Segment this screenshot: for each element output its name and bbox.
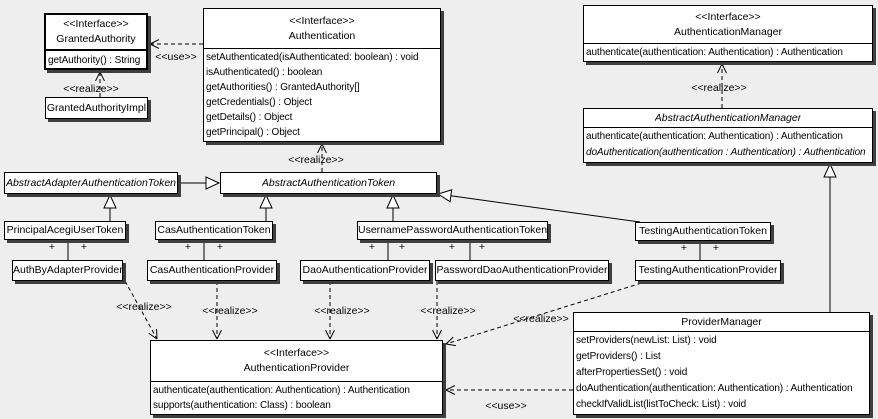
class-name: GrantedAuthority [56, 33, 136, 45]
class-name: TestingAuthenticationProvider [638, 264, 778, 276]
association-end-label: + [48, 241, 56, 253]
class-cas-provider: CasAuthenticationProvider [147, 260, 277, 281]
realize-stereotype-label: <<realize>> [63, 83, 119, 95]
class-username-password-token: UsernamePasswordAuthenticationToken [357, 221, 548, 240]
stereotype-label: <<Interface>> [63, 18, 129, 30]
class-authentication-provider: <<Interface>> AuthenticationProvider authe… [150, 340, 443, 415]
association-end-label: + [478, 241, 486, 253]
association-end-label: + [680, 242, 688, 254]
method-signature: getProviders() : List [576, 351, 661, 362]
method-signature: doAuthentication(authentication : Authen… [586, 147, 866, 158]
method-signature: authenticate(authentication: Authenticat… [153, 385, 410, 396]
class-cas-token: CasAuthenticationToken [155, 221, 273, 240]
class-principal-acegi-user-token: PrincipalAcegiUserToken [4, 221, 126, 240]
class-name: AbstractAuthenticationToken [261, 176, 396, 189]
realize-stereotype-label: <<realize>> [116, 301, 172, 313]
method-signature: getAuthority() : String [48, 55, 141, 66]
association-end-label: + [368, 241, 376, 253]
method-signature: setProviders(newList: List) : void [576, 335, 717, 346]
class-password-dao-provider: PasswordDaoAuthenticationProvider [435, 260, 609, 281]
class-name: AbstractAuthenticationManager [654, 111, 802, 124]
association-end-label: + [80, 241, 88, 253]
realize-stereotype-label: <<realize>> [202, 305, 258, 317]
association-end-label: + [712, 242, 720, 254]
stereotype-label: <<Interface>> [289, 14, 355, 27]
class-name: Authentication [288, 29, 356, 42]
class-name: PasswordDaoAuthenticationProvider [436, 264, 608, 276]
method-signature: setAuthenticated(isAuthenticated: boolea… [206, 52, 419, 63]
method-signature: authenticate(authentication: Authenticat… [586, 131, 843, 142]
class-name: UsernamePasswordAuthenticationToken [358, 224, 547, 236]
edge-use-pm-ap [445, 385, 573, 395]
class-provider-manager: ProviderManager setProviders(newList: Lis… [573, 312, 870, 415]
method-signature: authenticate(authentication: Authenticat… [586, 47, 843, 58]
class-name: CasAuthenticationToken [157, 224, 271, 236]
edge-gen-principal-adapter [103, 193, 117, 221]
method-signature: doAuthentication(authentication: Authent… [576, 383, 853, 394]
class-auth-by-adapter-provider: AuthByAdapterProvider [12, 260, 123, 281]
realize-stereotype-label: <<realize>> [314, 305, 370, 317]
class-name: AbstractAdapterAuthenticationToken [5, 176, 177, 189]
realize-stereotype-label: <<realize>> [288, 154, 344, 166]
class-name: TestingAuthenticationToken [639, 225, 767, 237]
edge-use-auth-ga [149, 39, 203, 49]
class-name: GrantedAuthorityImpl [46, 101, 147, 114]
method-signature: getDetails() : Object [206, 112, 293, 123]
edge-gen-adapter-abstract [178, 176, 221, 190]
class-abstract-adapter-token: AbstractAdapterAuthenticationToken [4, 172, 178, 194]
method-signature: getCredentials() : Object [206, 97, 312, 108]
class-name: AuthenticationManager [674, 25, 782, 38]
class-name: AuthByAdapterProvider [13, 264, 122, 276]
class-granted-authority: <<Interface>> GrantedAuthority getAuthorit… [44, 13, 148, 70]
method-signature: isAuthenticated() : boolean [206, 67, 323, 78]
association-end-label: + [184, 241, 192, 253]
stereotype-label: <<Interface>> [263, 347, 330, 359]
realize-stereotype-label: <<realize>> [513, 313, 569, 325]
use-stereotype-label: <<use>> [485, 400, 527, 412]
use-stereotype-label: <<use>> [155, 51, 197, 63]
method-signature: getPrincipal() : Object [206, 127, 300, 138]
class-authentication: <<Interface>> Authentication setAuthentica… [203, 8, 441, 142]
class-name: DaoAuthenticationProvider [302, 264, 428, 276]
class-name: PrincipalAcegiUserToken [6, 224, 124, 236]
association-end-label: + [448, 241, 456, 253]
class-testing-token: TestingAuthenticationToken [635, 222, 771, 241]
class-dao-provider: DaoAuthenticationProvider [300, 260, 430, 281]
class-name: ProviderManager [681, 315, 762, 328]
edge-gen-cas-abstract [259, 193, 273, 221]
stereotype-label: <<Interface>> [695, 10, 761, 23]
realize-stereotype-label: <<realize>> [420, 305, 476, 317]
association-end-label: + [216, 241, 224, 253]
method-signature: checkIfValidList(listToCheck: List) : vo… [576, 399, 747, 410]
class-name: AuthenticationProvider [243, 362, 350, 374]
edge-gen-pm-aam [823, 162, 837, 312]
class-name: CasAuthenticationProvider [149, 264, 275, 276]
class-authentication-manager: <<Interface>> AuthenticationManager authen… [583, 5, 873, 62]
association-end-label: + [398, 241, 406, 253]
class-abstract-token: AbstractAuthenticationToken [220, 172, 437, 194]
method-signature: getAuthorities() : GrantedAuthority[] [206, 82, 360, 93]
class-abstract-authentication-manager: AbstractAuthenticationManager authenticat… [583, 108, 873, 163]
class-testing-provider: TestingAuthenticationProvider [635, 260, 781, 281]
method-signature: supports(authentication: Class) : boolea… [153, 400, 331, 411]
edge-gen-up-abstract [386, 193, 400, 221]
edge-gen-testing-abstract [436, 189, 641, 223]
method-signature: afterPropertiesSet() : void [576, 367, 688, 378]
realize-stereotype-label: <<realize>> [691, 82, 747, 94]
class-granted-authority-impl: GrantedAuthorityImpl [45, 97, 148, 119]
